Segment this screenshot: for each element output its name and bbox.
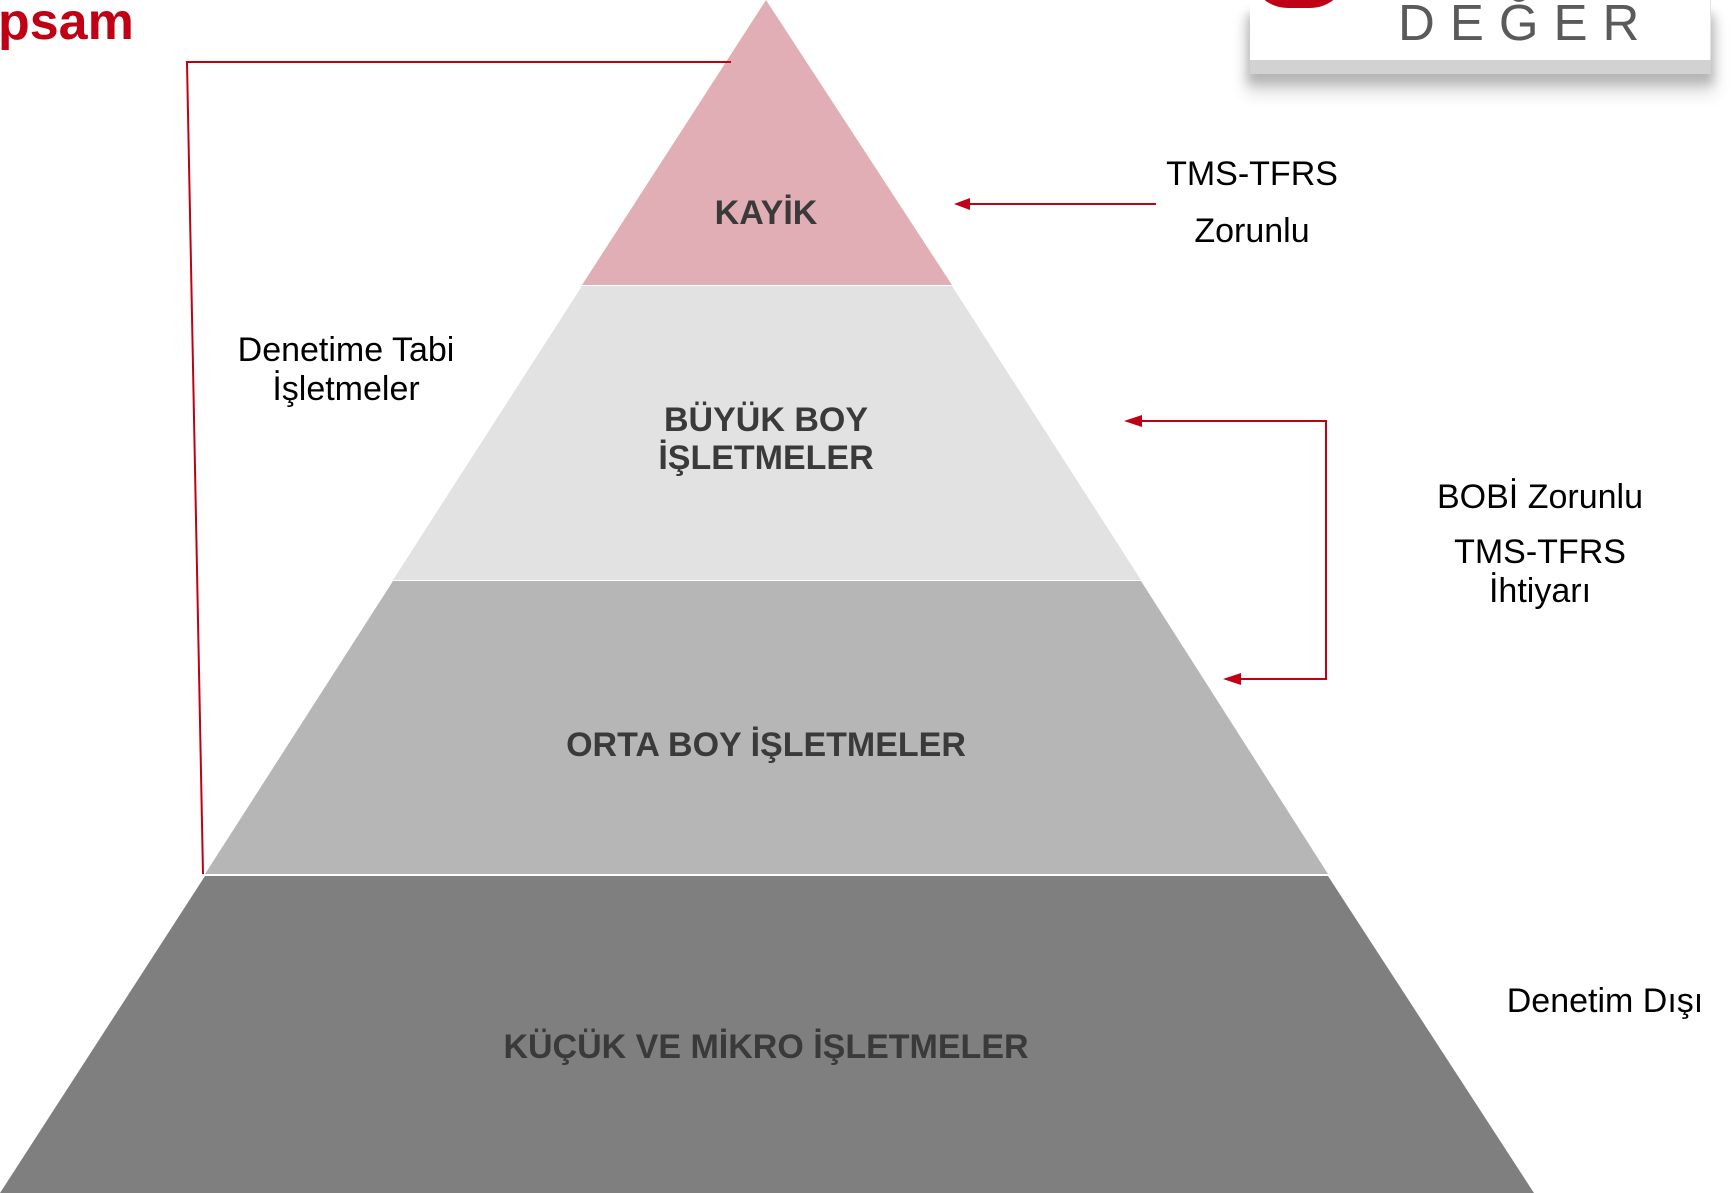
bobi-rule-label: BOBİ Zorunlu TMS-TFRS İhtiyarı bbox=[1437, 478, 1643, 611]
kayik-rule-label: TMS-TFRS Zorunlu bbox=[1166, 155, 1338, 251]
kayik-rule-line-2: Zorunlu bbox=[1194, 212, 1310, 250]
audited-enterprises-label: Denetime Tabi İşletmeler bbox=[238, 331, 455, 409]
tier-small-label-line: KÜÇÜK VE MİKRO İŞLETMELER bbox=[503, 1028, 1028, 1066]
bobi-arrow-head-large bbox=[1124, 415, 1142, 427]
kayik-arrow-head bbox=[954, 198, 970, 210]
bobi-bracket bbox=[1140, 420, 1327, 680]
tier-small-micro-enterprises bbox=[0, 876, 1534, 1193]
tier-small-label: KÜÇÜK VE MİKRO İŞLETMELER bbox=[503, 1028, 1028, 1066]
bobi-rule-line-1: BOBİ Zorunlu bbox=[1437, 478, 1643, 516]
logo-text: DEĞER bbox=[1398, 0, 1655, 51]
tier-kayik-label: KAYİK bbox=[715, 194, 818, 232]
audited-label-line-2: İşletmeler bbox=[272, 370, 420, 408]
bobi-arrow-head-medium bbox=[1223, 673, 1241, 685]
tier-medium-label: ORTA BOY İŞLETMELER bbox=[566, 726, 966, 764]
audited-bracket bbox=[185, 61, 731, 875]
kayik-rule-line-1: TMS-TFRS bbox=[1166, 155, 1338, 193]
tier-large-enterprises bbox=[393, 286, 1141, 580]
logo-mark-icon bbox=[1250, 0, 1348, 8]
tier-medium-enterprises bbox=[205, 581, 1328, 874]
non-audit-label: Denetim Dışı bbox=[1507, 982, 1704, 1021]
tier-large-label-line: BÜYÜK BOY bbox=[664, 401, 868, 439]
audited-label-line-1: Denetime Tabi bbox=[237, 331, 455, 369]
tier-kayik bbox=[582, 0, 952, 285]
bobi-rule-line-3: İhtiyarı bbox=[1488, 572, 1592, 610]
bobi-rule-line-2: TMS-TFRS bbox=[1454, 533, 1626, 571]
tier-kayik-label-line: KAYİK bbox=[715, 194, 818, 232]
non-audit-label-line: Denetim Dışı bbox=[1506, 982, 1704, 1020]
company-logo: DEĞER bbox=[1250, 0, 1711, 60]
tier-large-label-line: İŞLETMELER bbox=[658, 439, 873, 477]
tier-medium-label-line: ORTA BOY İŞLETMELER bbox=[566, 726, 966, 764]
page-title: psam bbox=[0, 0, 134, 51]
